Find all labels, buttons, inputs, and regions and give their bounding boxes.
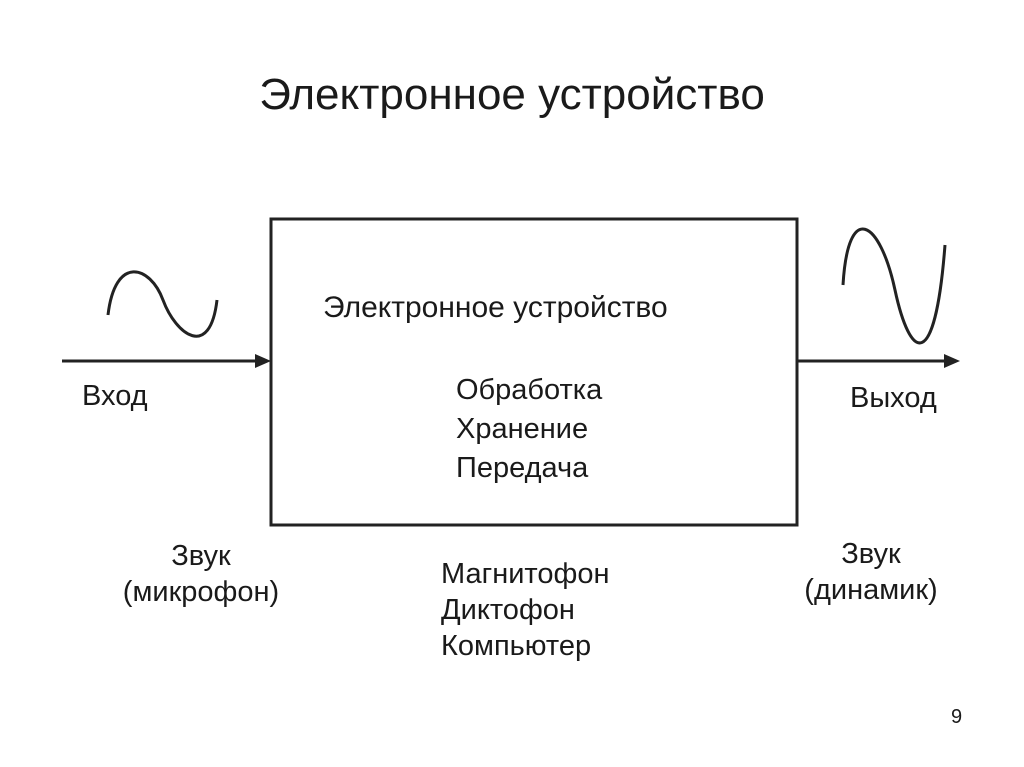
example-item: Магнитофон: [441, 558, 610, 590]
function-item: Обработка: [456, 374, 603, 406]
input-arrowhead: [255, 354, 271, 368]
output-arrowhead: [944, 354, 960, 368]
input-source-line: (микрофон): [122, 576, 280, 608]
box-title: Электронное устройство: [323, 291, 668, 324]
function-item: Хранение: [456, 413, 589, 445]
example-item: Компьютер: [441, 630, 592, 662]
slide-title: Электронное устройство: [259, 70, 765, 119]
function-item: Передача: [456, 452, 589, 484]
output-target: Звук (динамик): [793, 536, 949, 608]
input-label: Вход: [82, 380, 148, 412]
device-box: [269, 217, 799, 527]
example-item: Диктофон: [441, 594, 575, 626]
examples-list: Магнитофон Диктофон Компьютер: [441, 556, 610, 664]
output-target-line: Звук: [841, 538, 901, 570]
input-source: Звук (микрофон): [110, 538, 292, 610]
page-number: 9: [951, 706, 963, 728]
output-target-line: (динамик): [804, 574, 938, 606]
output-label: Выход: [850, 382, 937, 414]
input-source-line: Звук: [171, 540, 231, 572]
input-sine-wave-icon: [106, 270, 219, 338]
output-sine-wave-icon: [841, 227, 947, 345]
